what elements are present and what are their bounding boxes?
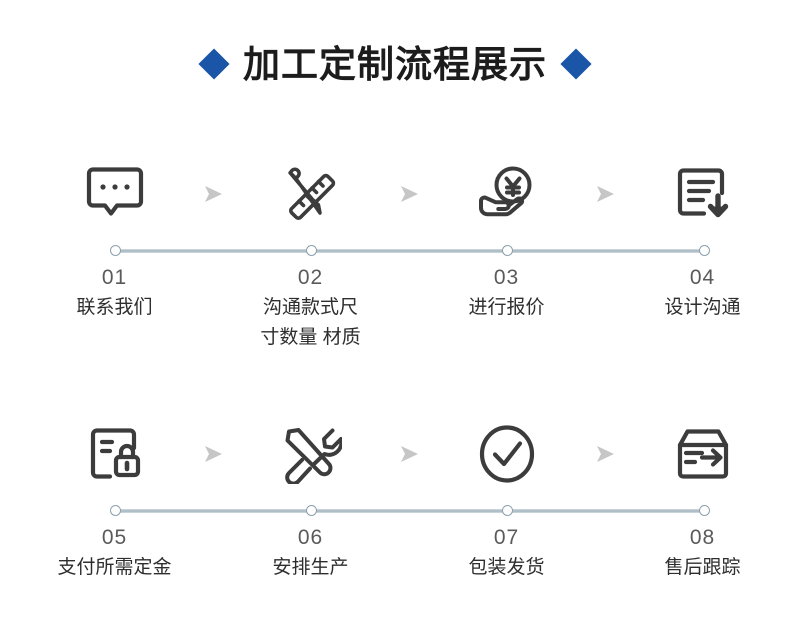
step-icon-05 — [47, 415, 182, 493]
timeline-node-01 — [110, 245, 121, 256]
spacer — [574, 263, 635, 353]
step-number: 05 — [101, 526, 128, 549]
step-number: 08 — [689, 526, 716, 549]
step-number: 06 — [297, 526, 324, 549]
step-icon-07 — [439, 415, 574, 493]
labels-row-1: 01 联系我们 02 沟通款式尺 寸数量 材质 03 进行报价 04 设计沟通 — [0, 263, 790, 353]
step-label-02: 02 沟通款式尺 寸数量 材质 — [243, 263, 378, 353]
spacer — [0, 415, 47, 493]
step-label-05: 05 支付所需定金 — [47, 523, 182, 583]
timeline-row-2 — [110, 504, 710, 518]
timeline-node-05 — [110, 505, 121, 516]
spacer — [182, 523, 243, 583]
step-icon-01 — [47, 155, 182, 233]
step-number: 01 — [101, 266, 128, 289]
step-text: 安排生产 — [272, 557, 349, 578]
step-number: 02 — [297, 266, 324, 289]
timeline-node-06 — [306, 505, 317, 516]
step-icon-02 — [243, 155, 378, 233]
process-row-1: 01 联系我们 02 沟通款式尺 寸数量 材质 03 进行报价 04 设计沟通 — [0, 155, 790, 355]
icon-strip-row-2 — [0, 415, 790, 493]
page-title-bar: 加工定制流程展示 — [0, 34, 790, 94]
separator-arrow-icon — [574, 155, 635, 233]
step-icon-04 — [635, 155, 770, 233]
timeline-node-04 — [699, 245, 710, 256]
timeline-row-1 — [110, 244, 710, 258]
separator-arrow-icon — [574, 415, 635, 493]
icon-strip-row-1 — [0, 155, 790, 233]
process-row-2: 05 支付所需定金 06 安排生产 07 包装发货 08 售后跟踪 — [0, 415, 790, 615]
timeline-node-07 — [502, 505, 513, 516]
timeline-node-02 — [306, 245, 317, 256]
step-text: 沟通款式尺 寸数量 材质 — [260, 297, 361, 348]
timeline-node-03 — [502, 245, 513, 256]
separator-arrow-icon — [378, 415, 439, 493]
timeline-line — [115, 249, 705, 253]
step-number: 04 — [689, 266, 716, 289]
step-icon-08 — [635, 415, 770, 493]
timeline-line — [115, 509, 705, 513]
step-label-06: 06 安排生产 — [243, 523, 378, 583]
step-label-04: 04 设计沟通 — [635, 263, 770, 353]
step-number: 07 — [493, 526, 520, 549]
step-text: 进行报价 — [468, 297, 545, 318]
step-label-08: 08 售后跟踪 — [635, 523, 770, 583]
step-icon-03 — [439, 155, 574, 233]
step-label-03: 03 进行报价 — [439, 263, 574, 353]
diamond-left-icon — [198, 48, 230, 80]
spacer — [0, 155, 47, 233]
spacer — [378, 523, 439, 583]
step-text: 包装发货 — [468, 557, 545, 578]
step-label-07: 07 包装发货 — [439, 523, 574, 583]
separator-arrow-icon — [182, 155, 243, 233]
separator-arrow-icon — [378, 155, 439, 233]
spacer — [0, 263, 47, 353]
separator-arrow-icon — [182, 415, 243, 493]
page-title: 加工定制流程展示 — [243, 43, 547, 85]
step-text: 设计沟通 — [664, 297, 741, 318]
step-text: 售后跟踪 — [664, 557, 741, 578]
labels-row-2: 05 支付所需定金 06 安排生产 07 包装发货 08 售后跟踪 — [0, 523, 790, 583]
step-number: 03 — [493, 266, 520, 289]
step-text: 支付所需定金 — [57, 557, 172, 578]
step-icon-06 — [243, 415, 378, 493]
spacer — [574, 523, 635, 583]
spacer — [378, 263, 439, 353]
step-label-01: 01 联系我们 — [47, 263, 182, 353]
diamond-right-icon — [560, 48, 592, 80]
timeline-node-08 — [699, 505, 710, 516]
step-text: 联系我们 — [76, 297, 153, 318]
